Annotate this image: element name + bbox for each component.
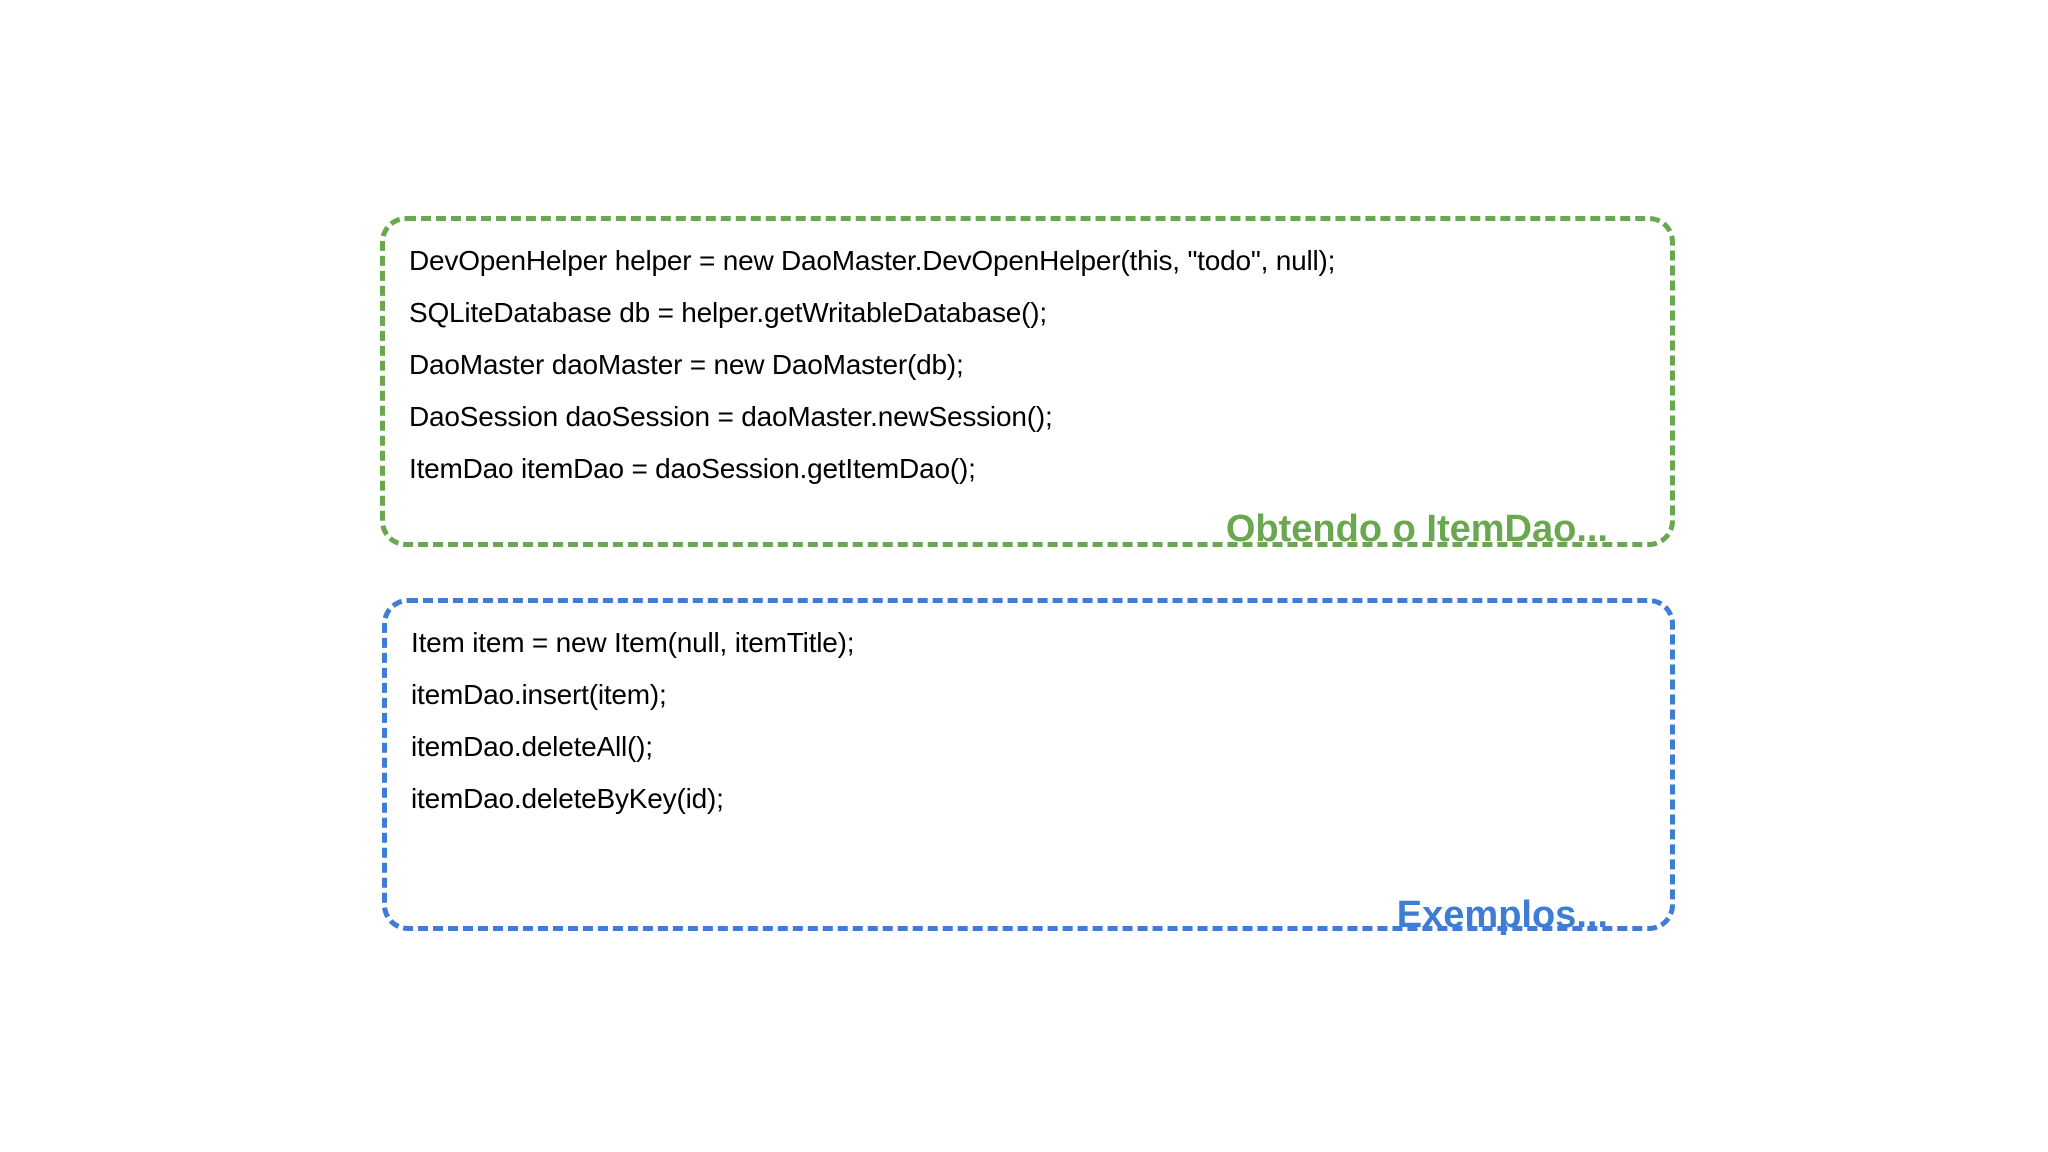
code-line: DevOpenHelper helper = new DaoMaster.Dev… — [409, 245, 1336, 276]
code-block-obtendo-item-dao: DevOpenHelper helper = new DaoMaster.Dev… — [380, 216, 1675, 550]
code-line: DaoMaster daoMaster = new DaoMaster(db); — [409, 349, 964, 380]
caption-exemplos: Exemplos... — [1396, 894, 1608, 936]
code-line: itemDao.deleteByKey(id); — [411, 783, 724, 814]
code-line: itemDao.insert(item); — [411, 679, 667, 710]
code-block-exemplos: Item item = new Item(null, itemTitle); i… — [382, 598, 1675, 936]
code-line: Item item = new Item(null, itemTitle); — [411, 627, 855, 658]
code-lines-blue: Item item = new Item(null, itemTitle); i… — [411, 617, 1650, 825]
code-line: ItemDao itemDao = daoSession.getItemDao(… — [409, 453, 976, 484]
caption-obtendo-item-dao: Obtendo o ItemDao... — [1225, 508, 1608, 550]
code-line: itemDao.deleteAll(); — [411, 731, 653, 762]
code-line: SQLiteDatabase db = helper.getWritableDa… — [409, 297, 1047, 328]
code-line: DaoSession daoSession = daoMaster.newSes… — [409, 401, 1053, 432]
code-lines-green: DevOpenHelper helper = new DaoMaster.Dev… — [409, 235, 1650, 495]
